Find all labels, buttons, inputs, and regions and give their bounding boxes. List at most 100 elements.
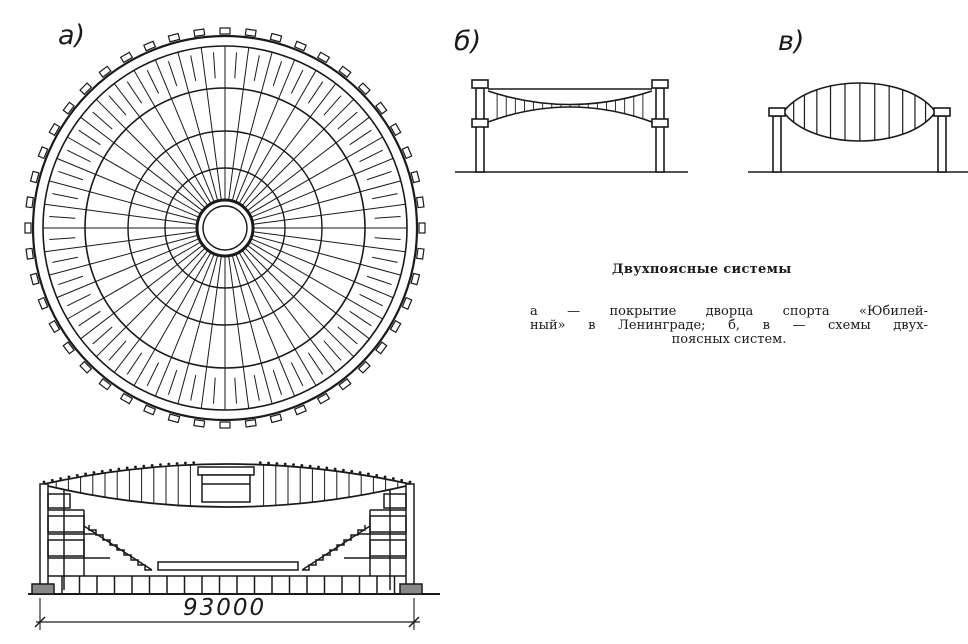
radial-cable — [250, 238, 394, 299]
radial-cable — [95, 98, 206, 209]
roof-plan — [24, 27, 426, 429]
lantern-cap — [197, 466, 255, 476]
roof-dot — [358, 471, 362, 474]
roof-dot — [308, 464, 312, 468]
radial-cable — [235, 253, 296, 397]
radial-stub — [58, 275, 84, 286]
roof-dot — [67, 475, 71, 479]
radial-cable — [250, 157, 394, 218]
perimeter-column — [167, 413, 181, 424]
roof-dot — [367, 472, 370, 476]
radial-stub — [349, 129, 372, 146]
radial-stub — [366, 275, 392, 286]
perimeter-column — [48, 319, 61, 334]
radial-stub — [234, 377, 238, 404]
roof-ribs — [55, 464, 399, 507]
perimeter-column — [293, 40, 307, 52]
label-b: б) — [454, 26, 482, 57]
radial-cable — [80, 116, 204, 212]
radial-cable — [246, 116, 370, 212]
radial-cable — [56, 157, 200, 218]
perimeter-column — [79, 82, 93, 96]
radial-cable — [133, 251, 212, 386]
foundation-piles — [61, 576, 396, 594]
radial-stub — [78, 310, 101, 327]
radial-stub — [372, 193, 398, 200]
radial-stub — [167, 369, 178, 395]
roof-dot — [167, 462, 171, 466]
radial-stub — [272, 369, 283, 395]
radial-cable — [244, 98, 355, 209]
radial-cable — [44, 231, 198, 253]
central-ring — [195, 198, 255, 258]
roof-dot — [400, 478, 404, 482]
left-stands — [47, 493, 153, 576]
roof-dot — [383, 475, 387, 479]
perimeter-column — [269, 413, 283, 424]
perimeter-column — [269, 32, 283, 43]
right-box-low — [369, 539, 407, 557]
radial-stub — [307, 352, 324, 375]
perimeter-column — [401, 146, 413, 160]
perimeter-column — [389, 122, 402, 137]
perimeter-column — [389, 319, 402, 334]
roof-dot — [117, 467, 121, 471]
caption-line-2: ный» в Ленинграде; б, в — схемы двух- — [530, 318, 928, 333]
roof-dot — [258, 461, 262, 465]
perimeter-column — [25, 247, 34, 260]
radial-stub — [126, 352, 143, 375]
left-box-low — [47, 539, 85, 557]
right-column — [937, 115, 947, 173]
perimeter-column — [338, 65, 352, 78]
left-column — [475, 87, 485, 173]
radial-cable — [251, 234, 401, 276]
radial-stub — [49, 215, 76, 219]
radial-stub — [146, 362, 160, 387]
perimeter-column — [357, 360, 371, 374]
radial-cable — [248, 136, 383, 215]
radial-stub — [323, 95, 342, 116]
radial-cable — [177, 254, 219, 404]
perimeter-column — [418, 222, 426, 234]
right-box-mid — [369, 515, 407, 533]
radial-stub — [49, 237, 76, 241]
radial-stub — [126, 81, 143, 104]
caption-line-1: а — покрытие дворца спорта «Юбилей- — [530, 304, 928, 319]
roof-dot — [300, 463, 304, 467]
radial-stub — [290, 69, 304, 94]
roof-dot — [333, 467, 337, 471]
roof-dot — [75, 473, 79, 477]
radial-cable — [49, 234, 199, 276]
radial-stub — [349, 310, 372, 327]
roof-dot — [92, 471, 96, 474]
roof-dot — [267, 461, 270, 465]
radial-stub — [52, 193, 78, 200]
perimeter-column — [29, 170, 40, 184]
dim-slash-right — [408, 616, 420, 628]
left-steps — [83, 525, 153, 571]
perimeter-column — [143, 404, 157, 416]
roof-dot — [292, 463, 295, 467]
perimeter-column — [375, 341, 388, 355]
radial-cable — [67, 136, 202, 215]
caption-body: а — покрытие дворца спорта «Юбилей- ный»… — [530, 305, 928, 347]
radial-stub — [234, 52, 238, 79]
perimeter-column — [119, 392, 134, 405]
radial-cable — [56, 238, 200, 299]
perimeter-column — [29, 272, 40, 286]
perimeter-column — [37, 296, 49, 310]
roof-dot — [375, 473, 379, 477]
radial-cable — [241, 249, 337, 373]
radial-stub — [52, 256, 78, 263]
perimeter-column — [416, 196, 425, 209]
radial-cable — [113, 249, 209, 373]
radial-cable — [231, 52, 273, 202]
label-v: в) — [778, 26, 805, 57]
radial-cable — [251, 180, 401, 222]
left-footing — [31, 583, 55, 595]
perimeter-column — [37, 146, 49, 160]
radial-stub — [307, 81, 324, 104]
radial-cable — [248, 241, 383, 320]
perimeter-column — [316, 51, 331, 64]
